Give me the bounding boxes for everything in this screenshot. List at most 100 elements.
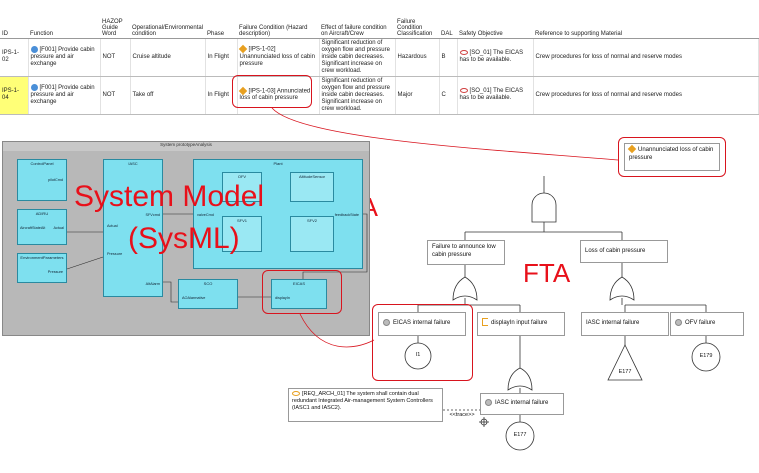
- row-guide-word: NOT: [100, 38, 131, 77]
- table-row[interactable]: IPS-1-02 [F001] Provide cabin pressure a…: [0, 38, 759, 77]
- row-id: IPS-1-02: [0, 38, 29, 77]
- sco-block[interactable]: SCO AOAlarmative: [178, 279, 238, 309]
- basic-event-icon: [485, 398, 492, 406]
- plant-block[interactable]: Plant valveCmd feedbackState OFV Altitud…: [193, 159, 363, 269]
- fha-header-row: ID Function HAZOP Guide Word Operational…: [0, 0, 759, 39]
- ofv-failure-box[interactable]: OFV failure: [670, 312, 744, 336]
- or-gate-display: [507, 367, 533, 391]
- row-failure-condition: [IPS-1-03] Annunciated loss of cabin pre…: [237, 76, 320, 115]
- top-event-icon: [627, 145, 637, 154]
- trace-label: <<trace>>: [449, 412, 475, 418]
- row-reference: Crew procedures for loss of normal and r…: [533, 76, 759, 115]
- basic-event-i1: [404, 342, 432, 370]
- row-safety-objective-text: [SO_01] The EICAS has to be available.: [459, 50, 524, 64]
- col-header-condition: Operational/Environmental condition: [130, 0, 206, 39]
- pressure-port-1: Pressure: [47, 270, 63, 274]
- altitude-sensor-title: AltitudeSensor: [298, 174, 325, 179]
- failure-announce-box[interactable]: Failure to announce low cabin pressure: [427, 240, 505, 265]
- eicas-title: EICAS: [292, 281, 305, 286]
- col-header-id: ID: [0, 0, 28, 39]
- alt-alarm-port: AltAlarm: [145, 282, 160, 286]
- system-model-diagram: System prototypeAnalysis ControlPanel pi…: [2, 141, 370, 336]
- transfer-e177-label: E177: [618, 369, 632, 375]
- model-title: System prototypeAnalysis: [3, 142, 369, 151]
- or-gate-announce: [452, 276, 478, 301]
- iasc-failure-box-1[interactable]: IASC internal failure: [581, 312, 669, 336]
- or-gate-loss: [609, 276, 635, 301]
- system-model-label-line1: System Model: [74, 180, 265, 213]
- col-header-failure-condition: Failure Condition (Hazard description): [237, 0, 320, 39]
- row-effect: Significant reduction of oxygen flow and…: [319, 38, 396, 77]
- fta-label: FTA: [523, 258, 571, 288]
- row-reference: Crew procedures for loss of normal and r…: [533, 38, 759, 77]
- col-header-classification: Failure Condition Classification: [395, 0, 440, 39]
- function-icon: [30, 45, 38, 53]
- connector-plant-eicas: [302, 213, 368, 279]
- basic-event-icon: [675, 318, 682, 326]
- sfv1-title: SFV1: [236, 218, 247, 223]
- transfer-triangle: [607, 344, 643, 381]
- sfv-cmd-port: SFVcmd: [145, 213, 160, 217]
- row-failure-condition-text: [IPS-1-03] Annunciated loss of cabin pre…: [239, 88, 311, 102]
- row-classification: Major: [395, 76, 440, 115]
- function-icon: [30, 83, 38, 91]
- row-function: [F001] Provide cabin pressure and air ex…: [28, 76, 101, 115]
- iasc-title: IASC: [128, 161, 138, 166]
- pressure-port-2: Pressure: [107, 252, 123, 256]
- row-function-text: [F001] Provide cabin pressure and air ex…: [30, 85, 95, 106]
- top-event-label: Unannunciated loss of cabin pressure: [629, 147, 714, 161]
- top-event-box[interactable]: Unannunciated loss of cabin pressure: [624, 143, 720, 171]
- basic-i1-label: I1: [415, 352, 421, 358]
- row-safety-objective-text: [SO_01] The EICAS has to be available.: [459, 88, 524, 102]
- basic-event-e177: [505, 421, 535, 451]
- requirement-icon: [292, 391, 300, 397]
- control-panel-title: ControlPanel: [30, 161, 54, 166]
- loss-cabin-label: Loss of cabin pressure: [585, 248, 646, 254]
- col-header-function: Function: [28, 0, 100, 39]
- iasc-block[interactable]: IASC Actual Pressure SFVcmd AltAlarm: [103, 159, 163, 297]
- eicas-failure-box[interactable]: EICAS internal failure: [378, 312, 466, 336]
- table-row[interactable]: IPS-1-04 [F001] Provide cabin pressure a…: [0, 76, 759, 115]
- col-header-reference: Reference to supporting Material: [533, 0, 759, 39]
- basic-event-e179: [691, 342, 721, 372]
- row-failure-condition-text: [IPS-1-02] Unannunciated loss of cabin p…: [239, 46, 315, 67]
- row-safety-objective: [SO_01] The EICAS has to be available.: [457, 76, 534, 115]
- eicas-highlight: [262, 270, 342, 314]
- requirement-text: [REQ_ARCH_01] The system shall contain d…: [292, 391, 433, 411]
- row-function: [F001] Provide cabin pressure and air ex…: [28, 38, 101, 77]
- basic-event-icon: [383, 318, 390, 326]
- row-dal: B: [439, 38, 458, 77]
- display-input-icon: [482, 318, 488, 327]
- environment-block[interactable]: EnvironmentParameters Pressure: [17, 253, 67, 283]
- basic-e179-label: E179: [699, 353, 713, 359]
- sfv2-block[interactable]: SFV2: [290, 216, 334, 252]
- safety-objective-icon: [459, 49, 468, 55]
- adiru-block[interactable]: ADIRU AircraftStateAlt Actual: [17, 209, 67, 245]
- sfv1-block[interactable]: SFV1: [222, 216, 262, 252]
- iasc-failure-box-2[interactable]: IASC internal failure: [480, 393, 564, 415]
- display-input-box[interactable]: displayIn input failure: [477, 312, 565, 336]
- adiru-title: ADIRU: [35, 211, 49, 216]
- requirement-box[interactable]: [REQ_ARCH_01] The system shall contain d…: [288, 388, 443, 422]
- col-header-dal: DAL: [439, 0, 458, 39]
- display-input-label: displayIn input failure: [491, 320, 548, 326]
- environment-title: EnvironmentParameters: [20, 255, 64, 260]
- alarm-out-port: AOAlarmative: [182, 296, 206, 300]
- row-condition: Cruise altitude: [130, 38, 206, 77]
- failure-condition-highlight: [232, 75, 312, 108]
- ofv-block[interactable]: OFV: [222, 172, 262, 202]
- valve-cmd-port: valveCmd: [197, 213, 214, 217]
- model-connectors: [66, 213, 368, 303]
- actual-port-1: Actual: [53, 226, 64, 230]
- col-header-effect: Effect of failure condition on Aircraft/…: [319, 0, 396, 39]
- row-function-text: [F001] Provide cabin pressure and air ex…: [30, 47, 95, 68]
- eicas-block[interactable]: EICAS displayIn: [271, 279, 327, 309]
- altitude-sensor-block[interactable]: AltitudeSensor: [290, 172, 334, 202]
- loss-cabin-box[interactable]: Loss of cabin pressure: [580, 240, 668, 263]
- link-model-to-fta: [299, 313, 375, 348]
- control-panel-block[interactable]: ControlPanel pilotCmd: [17, 159, 67, 201]
- connector-iasc-sco: [163, 281, 178, 303]
- row-dal: C: [439, 76, 458, 115]
- iasc-failure-label-2: IASC internal failure: [495, 400, 549, 406]
